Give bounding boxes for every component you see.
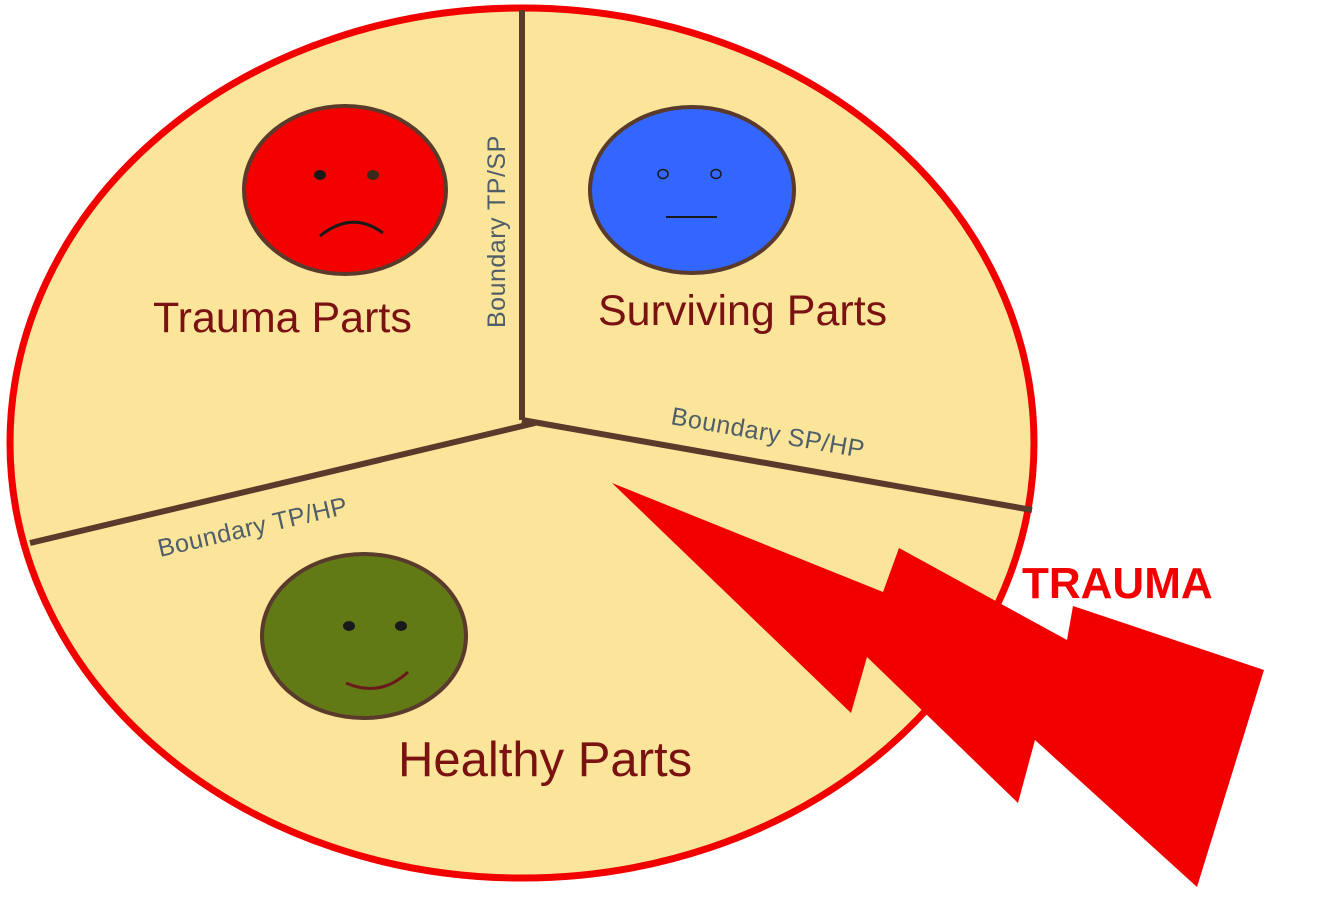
trauma-label: TRAUMA xyxy=(1022,559,1213,608)
healthy-face-left-eye xyxy=(343,621,355,631)
healthy-face-right-eye xyxy=(395,621,407,631)
boundary-label-tp-sp: Boundary TP/SP xyxy=(483,135,511,328)
surviving-parts-face-icon xyxy=(588,105,796,275)
boundary-lines xyxy=(29,10,1033,546)
trauma-face-frown xyxy=(319,220,384,238)
trauma-face-left-eye xyxy=(314,170,326,180)
boundary-line-sp-hp xyxy=(521,417,1033,513)
trauma-parts-face-icon xyxy=(242,104,448,276)
boundary-line-tp-hp xyxy=(29,420,536,546)
trauma-face-right-eye xyxy=(367,170,379,180)
surviving-face-right-eye xyxy=(710,168,722,180)
lightning-bolt-icon xyxy=(612,483,1264,887)
surviving-parts-label: Surviving Parts xyxy=(598,287,887,335)
healthy-parts-label: Healthy Parts xyxy=(398,733,692,787)
trauma-parts-label: Trauma Parts xyxy=(153,294,412,342)
surviving-face-left-eye xyxy=(657,168,669,180)
healthy-face-smile xyxy=(345,670,410,690)
healthy-parts-face-icon xyxy=(260,552,468,720)
